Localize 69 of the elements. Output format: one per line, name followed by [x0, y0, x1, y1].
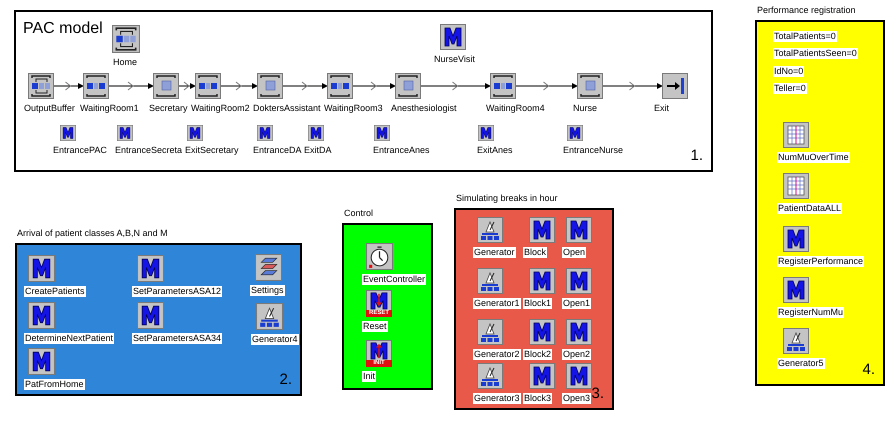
icon-label: EntranceDA	[252, 145, 303, 156]
connector-arrow	[602, 82, 662, 90]
icon-label: PatientDataALL	[777, 203, 842, 214]
icon-label: Generator3	[473, 393, 521, 404]
icon-label: Block1	[523, 298, 552, 309]
icon-label: Block2	[523, 349, 552, 360]
panel-heading: Simulating breaks in hour	[456, 193, 558, 203]
variable-label: TotalPatientsSeen=0	[773, 48, 858, 59]
icon-label: DoktersAssistant	[252, 103, 322, 114]
icon-label: ExitDA	[303, 145, 333, 156]
panel-number: 3.	[591, 385, 604, 402]
connector-arrow	[282, 82, 328, 90]
icon-label: WaitingRoom3	[323, 103, 384, 114]
panel-heading: Control	[344, 208, 374, 218]
panel-title: PAC model	[23, 20, 103, 38]
icon-label: SetParametersASA12	[132, 286, 222, 297]
icon-label: RegisterNumMu	[777, 307, 844, 318]
connector-arrow	[178, 82, 196, 90]
icon-label: Generator4	[251, 334, 299, 345]
connector-arrow	[420, 82, 490, 90]
icon-label: Open3	[562, 393, 592, 404]
icon-label: Generator	[473, 247, 516, 258]
icon-label: Block3	[523, 393, 552, 404]
icon-label: Open2	[562, 349, 592, 360]
panel-heading: Arrival of patient classes A,B,N and M	[17, 228, 168, 238]
connector-arrow	[54, 82, 84, 90]
icon-label: ExitSecretary	[184, 145, 240, 156]
variable-label: Teller=0	[773, 83, 807, 94]
icon-label: Generator1	[473, 298, 521, 309]
connector-arrow	[516, 82, 578, 90]
icon-label: Reset	[362, 321, 388, 332]
icon-label: Open	[562, 247, 586, 258]
icon-label: SetParametersASA34	[132, 333, 222, 344]
panel-number: 1.	[690, 147, 703, 164]
icon-label: EventController	[362, 274, 426, 285]
icon-label: Generator5	[777, 358, 825, 369]
icon-label: Init	[362, 371, 376, 382]
icon-label: PatFromHome	[24, 379, 85, 390]
variable-label: TotalPatients=0	[773, 31, 837, 42]
icon-label: EntranceNurse	[562, 145, 624, 156]
connector-arrow	[220, 82, 258, 90]
icon-label: WaitingRoom4	[485, 103, 546, 114]
icon-label: RegisterPerformance	[777, 256, 864, 267]
icon-label: NurseVisit	[433, 54, 476, 65]
panel-number: 2.	[279, 371, 292, 388]
connector-arrow	[108, 82, 154, 90]
icon-label: OutputBuffer	[23, 103, 76, 114]
icon-label: Block	[523, 247, 548, 258]
icon-label: EntranceAnes	[372, 145, 431, 156]
panel-number: 4.	[862, 361, 875, 378]
icon-label: Settings	[250, 285, 285, 296]
icon-label: Nurse	[572, 103, 598, 114]
icon-label: Home	[112, 57, 138, 68]
panel-heading: Performance registration	[757, 5, 856, 15]
icon-label: WaitingRoom2	[190, 103, 251, 114]
connector-arrow	[352, 82, 396, 90]
icon-label: EntranceSecreta	[114, 145, 184, 156]
icon-label: Generator2	[473, 349, 521, 360]
icon-label: DetermineNextPatient	[24, 333, 114, 344]
icon-label: NumMuOverTime	[777, 152, 850, 163]
variable-label: IdNo=0	[773, 66, 804, 77]
icon-label: CreatePatients	[24, 286, 86, 297]
icon-label: Secretary	[148, 103, 189, 114]
icon-label: ExitAnes	[476, 145, 514, 156]
icon-label: Exit	[653, 103, 670, 114]
icon-label: Anesthesiologist	[390, 103, 458, 114]
icon-label: WaitingRoom1	[79, 103, 140, 114]
icon-label: EntrancePAC	[52, 145, 108, 156]
icon-label: Open1	[562, 298, 592, 309]
